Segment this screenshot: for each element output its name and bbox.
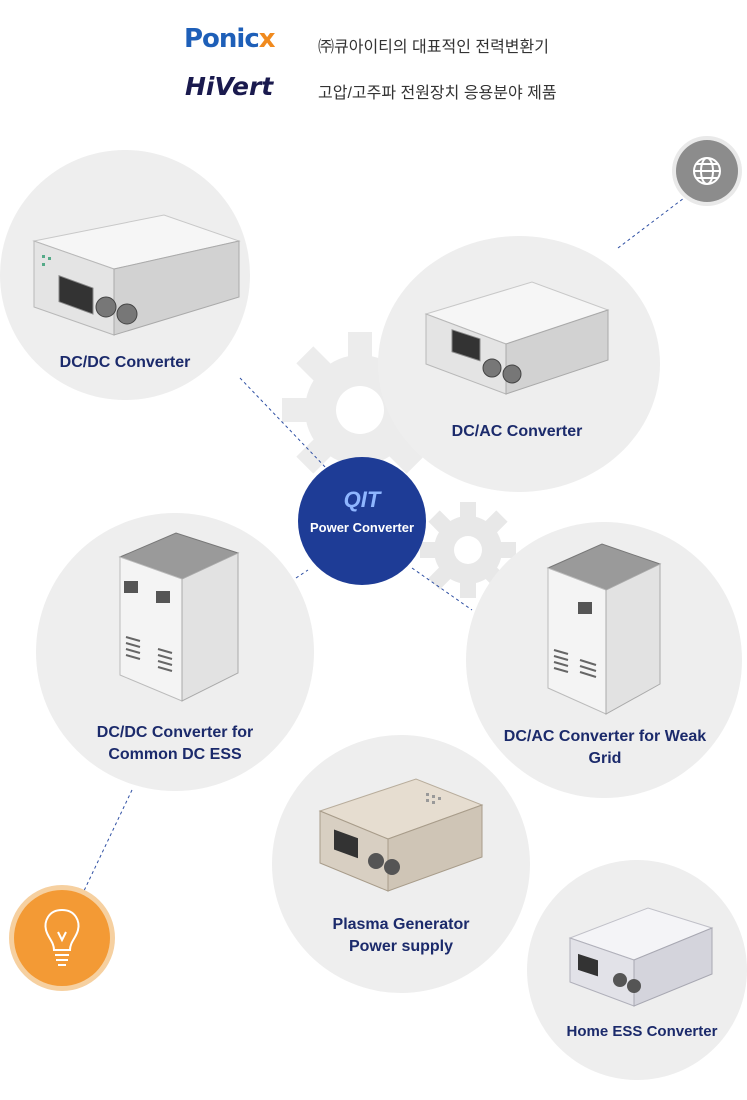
product-label-dcac-weakgrid[interactable]: DC/AC Converter for Weak Grid — [503, 728, 707, 767]
gear-small-decoration — [420, 502, 516, 598]
ponicx-description: ㈜큐아이티의 대표적인 전력변환기 — [318, 39, 549, 56]
qit-logo: QIT — [343, 487, 381, 512]
dcac-converter-image — [424, 281, 610, 395]
product-label-home-ess[interactable]: Home ESS Converter — [566, 1023, 718, 1040]
lightbulb-icon-circle[interactable] — [14, 890, 110, 986]
dcac-weakgrid-cabinet-image — [546, 543, 662, 715]
hivert-logo: HiVert — [185, 72, 274, 101]
home-ess-converter-image — [568, 907, 714, 1007]
plasma-generator-image — [318, 778, 484, 892]
lightbulb-icon — [44, 908, 80, 966]
product-label-dcac[interactable]: DC/AC Converter — [451, 423, 583, 440]
globe-icon — [693, 157, 721, 185]
product-label-plasma[interactable]: Plasma Generator Power supply — [332, 916, 470, 955]
hivert-description: 고압/고주파 전원장치 응용분야 제품 — [318, 85, 557, 102]
ponicx-logo: Ponicx — [184, 24, 276, 54]
dcdc-ess-cabinet-image — [118, 532, 240, 702]
dcdc-converter-image — [32, 214, 241, 336]
product-label-dcdc-ess[interactable]: DC/DC Converter for Common DC ESS — [96, 724, 254, 763]
product-label-dcdc[interactable]: DC/DC Converter — [59, 354, 191, 371]
power-converter-hub[interactable]: QIT Power Converter — [298, 457, 426, 585]
hub-title: Power Converter — [309, 520, 415, 535]
globe-icon-circle[interactable] — [676, 140, 738, 202]
